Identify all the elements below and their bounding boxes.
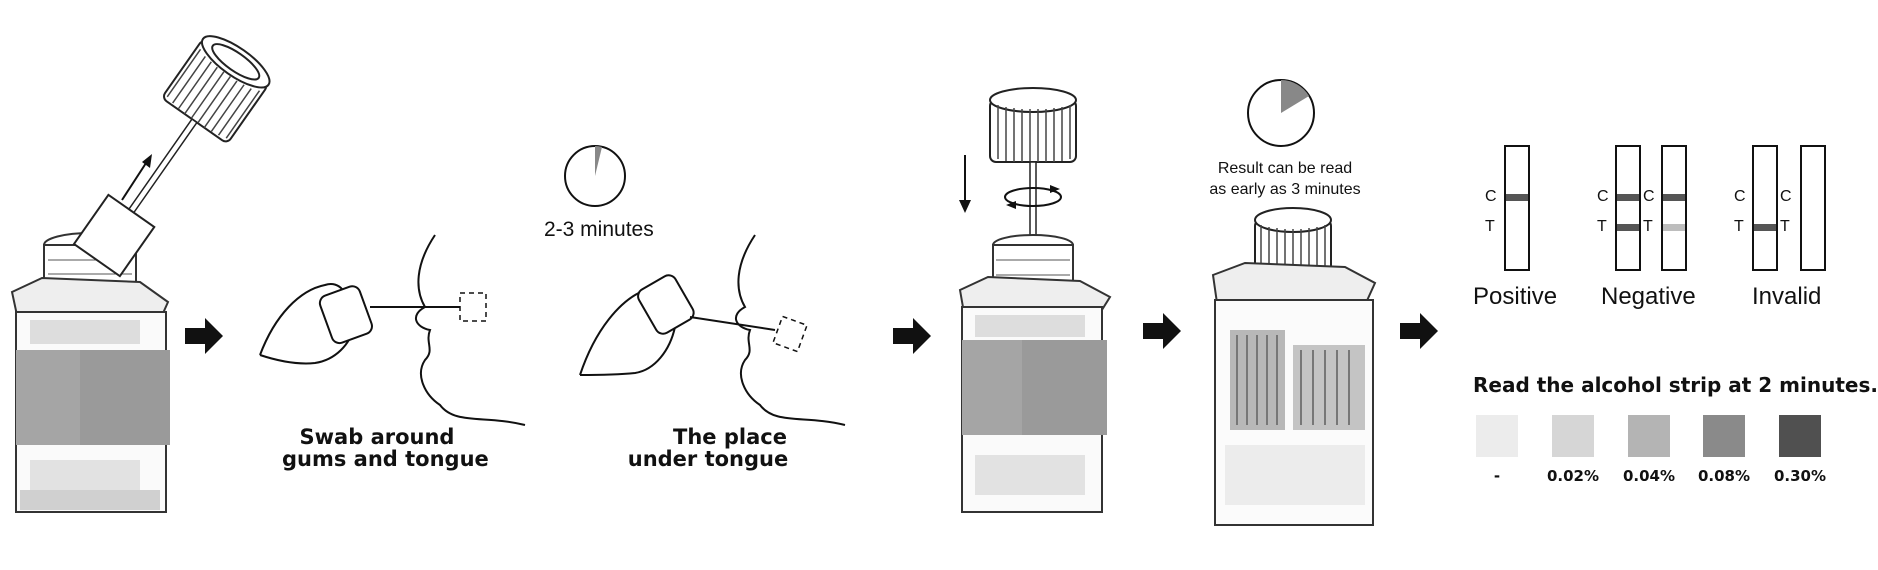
- swab-gums-label: Swab around: [287, 425, 467, 449]
- invalid-t-label-1: T: [1734, 218, 1744, 235]
- result-timer-icon: [1247, 79, 1315, 147]
- positive-c-label: C: [1485, 188, 1497, 205]
- negative-c-label-1: C: [1597, 188, 1609, 205]
- alcohol-swatch: [1779, 415, 1821, 457]
- negative-c-line-2: [1663, 194, 1685, 201]
- closed-device-illustration: [1211, 207, 1377, 526]
- swab-gums-label-line2: gums and tongue: [282, 447, 489, 471]
- timer-icon: [564, 145, 626, 207]
- alcohol-level-label: 0.30%: [1773, 467, 1827, 485]
- result-time-label-1: Result can be read: [1217, 160, 1353, 177]
- under-tongue-label-line1: The place: [673, 425, 787, 449]
- negative-t-line: [1617, 224, 1639, 231]
- alcohol-swatch: [1476, 415, 1518, 457]
- swab-gums-label-line1: Swab around: [299, 425, 455, 449]
- invalid-c-label-1: C: [1734, 188, 1746, 205]
- invalid-strip-blank: [1800, 145, 1826, 271]
- invalid-t-label-2: T: [1780, 218, 1790, 235]
- invalid-label: Invalid: [1752, 283, 1822, 310]
- alcohol-level-label: 0.04%: [1622, 467, 1676, 485]
- under-tongue-illustration: [579, 234, 846, 426]
- alcohol-level-label: -: [1493, 467, 1501, 485]
- negative-c-line: [1617, 194, 1639, 201]
- invalid-c-label-2: C: [1780, 188, 1792, 205]
- alcohol-swatch: [1552, 415, 1594, 457]
- invalid-strip-t-only: [1752, 145, 1778, 271]
- positive-strip: [1504, 145, 1530, 271]
- positive-t-label: T: [1485, 218, 1495, 235]
- positive-c-line: [1506, 194, 1528, 201]
- alcohol-level-label: 0.02%: [1546, 467, 1600, 485]
- next-arrow-icon: [1400, 313, 1438, 349]
- alcohol-level-label: 0.08%: [1697, 467, 1751, 485]
- under-tongue-label-1: The place: [640, 425, 820, 449]
- cap-swab-illustration: [72, 35, 271, 278]
- negative-strip-faint: [1661, 145, 1687, 271]
- timer-duration-label: 2-3 minutes: [544, 218, 654, 241]
- insert-swab-illustration: [958, 87, 1112, 513]
- alcohol-swatch: [1628, 415, 1670, 457]
- alcohol-strip-title: Read the alcohol strip at 2 minutes.: [1473, 373, 1878, 397]
- closed-device-icon: [1211, 207, 1377, 526]
- negative-c-label-2: C: [1643, 188, 1655, 205]
- alcohol-swatch: [1703, 415, 1745, 457]
- swab-gums-illustration: [259, 234, 526, 426]
- negative-strip-strong: [1615, 145, 1641, 271]
- negative-label: Negative: [1601, 283, 1696, 310]
- next-arrow-icon: [185, 318, 223, 354]
- cap-icon: [989, 87, 1077, 163]
- negative-t-label-1: T: [1597, 218, 1607, 235]
- under-tongue-label-line2: under tongue: [627, 447, 789, 471]
- under-tongue-label-2: under tongue: [618, 447, 798, 471]
- negative-t-label-2: T: [1643, 218, 1653, 235]
- next-arrow-icon: [1143, 313, 1181, 349]
- result-time-label-2: as early as 3 minutes: [1209, 181, 1361, 198]
- negative-t-line-faint: [1663, 224, 1685, 231]
- positive-label: Positive: [1473, 283, 1558, 310]
- next-arrow-icon: [893, 318, 931, 354]
- swab-gums-label-2: gums and tongue: [282, 447, 489, 471]
- invalid-t-line: [1754, 224, 1776, 231]
